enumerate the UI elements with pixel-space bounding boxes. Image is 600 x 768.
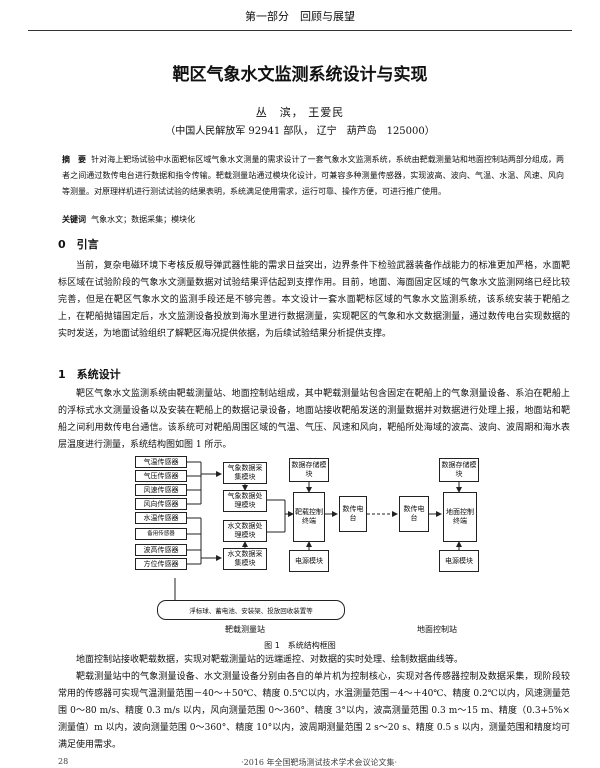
onboard-power-module: 电源模块 [289, 550, 329, 572]
abstract: 摘 要 针对海上靶场试验中水面靶标区域气象水文测量的需求设计了一套气象水文监测系… [62, 152, 564, 200]
sensor-wind-direction: 风向传感器 [135, 498, 187, 510]
sensor-wind-speed: 风速传感器 [135, 484, 187, 496]
keywords: 关键词 气象水文；数据采集；模块化 [62, 213, 564, 227]
sensor-air-pressure: 气压传感器 [135, 470, 187, 482]
abstract-text: 针对海上靶场试验中水面靶标区域气象水文测量的需求设计了一套气象水文监测系统，系统… [62, 155, 564, 196]
sensor-wave-height: 波高传感器 [135, 544, 187, 556]
sensor-azimuth: 方位传感器 [135, 558, 187, 570]
header-section-title: 第一部分 回顾与展望 [245, 10, 355, 23]
ground-power-module: 电源模块 [439, 550, 479, 572]
onboard-control-terminal: 靶载控制终端 [293, 492, 325, 542]
hydro-processing-module: 水文数据处理模块 [223, 520, 267, 542]
onboard-station-label: 靶载测量站 [225, 625, 265, 634]
running-header: 第一部分 回顾与展望 [28, 6, 572, 31]
sensor-spec-paragraph: 靶载测量站中的气象测量设备、水文测量设备分别由各自的单片机为控制核心，实现对各传… [58, 672, 570, 750]
onboard-radio: 数传电台 [339, 496, 367, 532]
hydro-acquisition-module: 水文数据采集模块 [223, 548, 267, 570]
intro-paragraph: 当前，复杂电磁环境下考核反舰导弹武器性能的需求日益突出，边界条件下检验武器装备作… [58, 261, 570, 339]
section-heading-design: 1 系统设计 [58, 368, 121, 381]
keywords-text: 气象水文；数据采集；模块化 [91, 215, 196, 224]
system-structure-diagram: 气温传感器 气压传感器 风速传感器 风向传感器 水温传感器 备用传感器 波高传感… [135, 452, 485, 637]
sensor-air-temp: 气温传感器 [135, 456, 187, 468]
section-heading-intro: 0 引言 [58, 238, 99, 251]
abstract-label: 摘 要 [62, 155, 87, 164]
sensor-water-temp: 水温传感器 [135, 512, 187, 524]
ground-station-label: 地面控制站 [417, 625, 457, 634]
sensor-spare: 备用传感器 [135, 528, 187, 540]
paper-affiliation: （中国人民解放军 92941 部队， 辽宁 葫芦岛 125000） [165, 126, 435, 137]
ground-control-terminal: 地面控制终端 [443, 492, 477, 542]
design-paragraph: 靶区气象水文监测系统由靶载测量站、地面控制站组成，其中靶载测量站包含固定在靶船上… [58, 389, 570, 450]
diagram-connectors [174, 461, 462, 600]
ground-radio: 数传电台 [399, 496, 429, 532]
buoy-equipment: 浮标球、蓄电池、安装架、投放回收装置等 [157, 600, 345, 620]
ground-storage-module: 数据存储模块 [439, 458, 479, 482]
page-footer: 28 ·2016 年全国靶场测试技术学术会议论文集· [58, 757, 570, 768]
page-number: 28 [58, 757, 69, 766]
onboard-storage-module: 数据存储模块 [289, 458, 329, 482]
keywords-label: 关键词 [62, 215, 86, 224]
ground-station-paragraph: 地面控制站接收靶载数据，实现对靶载测量站的远端遥控、对数据的实时处理、绘制数据曲… [76, 655, 464, 665]
paper-title: 靶区气象水文监测系统设计与实现 [172, 65, 428, 85]
met-acquisition-module: 气象数据采集模块 [223, 462, 267, 484]
paper-authors: 丛 滨， 王爱民 [255, 106, 345, 119]
figure-caption: 图 1 系统结构框图 [264, 641, 336, 650]
met-processing-module: 气象数据处理模块 [223, 490, 267, 512]
proceedings-title: ·2016 年全国靶场测试技术学术会议论文集· [241, 758, 398, 767]
